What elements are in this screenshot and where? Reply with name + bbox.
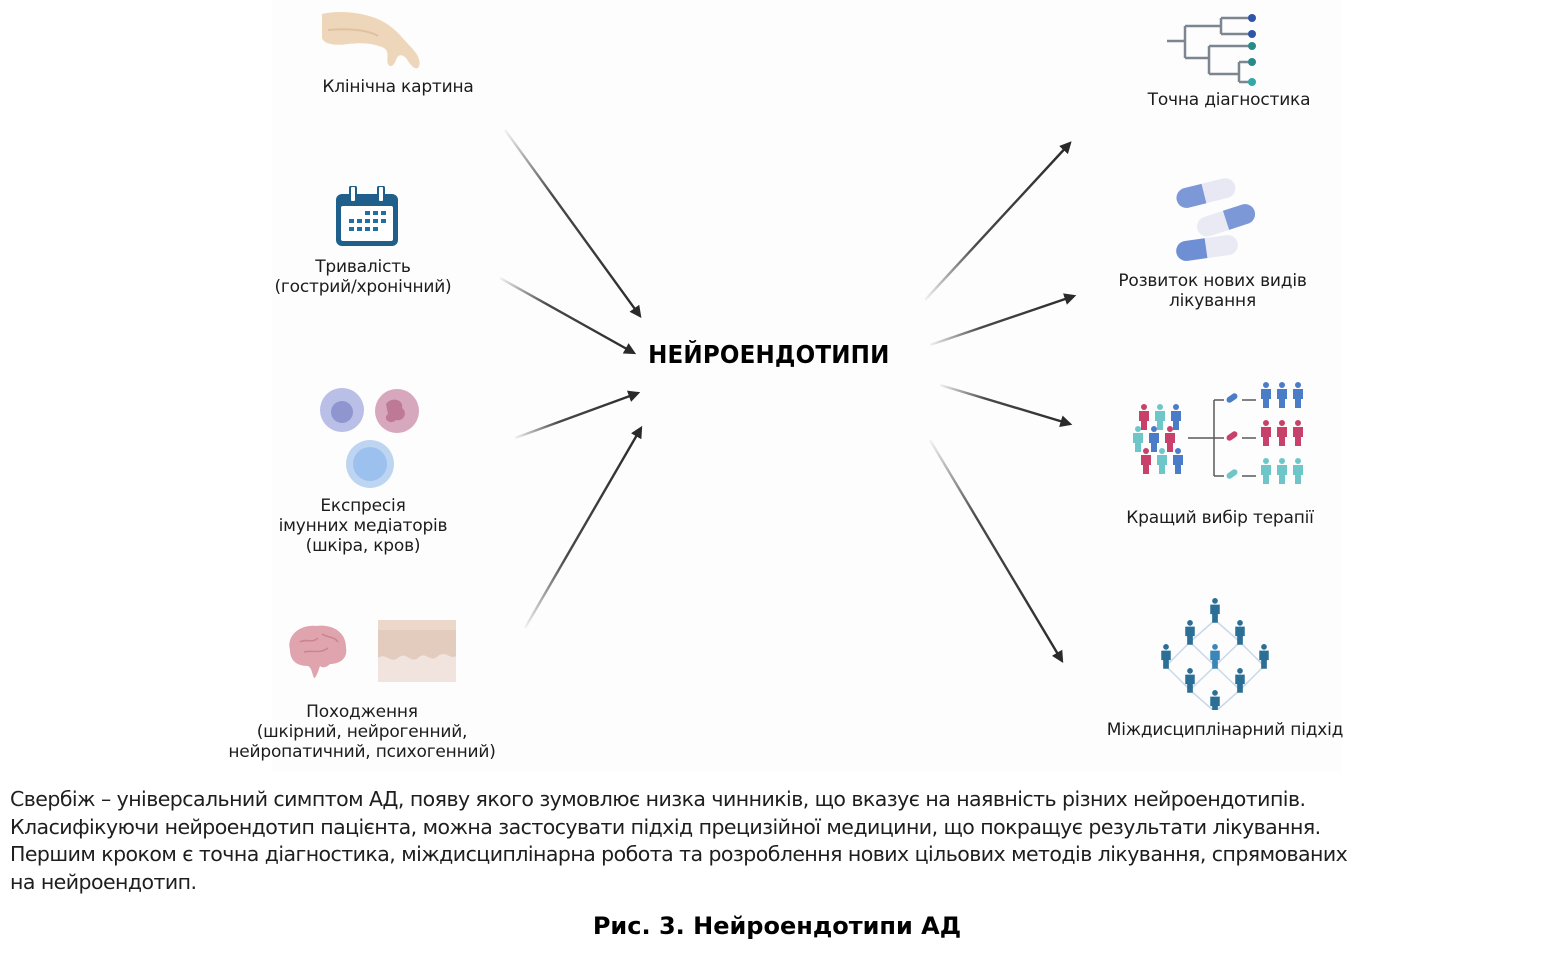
- pill-icon: [1226, 431, 1238, 441]
- output-label-new-treatments: Розвиток нових видів лікування: [1118, 271, 1307, 311]
- person-icon: [1259, 644, 1269, 669]
- calendar-icon: [334, 185, 400, 248]
- output-label-therapy-choice: Кращий вибір терапії: [1126, 508, 1314, 528]
- person-icon: [1185, 620, 1195, 645]
- person-icon: [1149, 426, 1159, 452]
- output-label-interdisciplinary: Міждисциплінарний підхід: [1106, 720, 1344, 740]
- patient-stratification-icon: [1132, 376, 1304, 494]
- hand-icon: [318, 8, 428, 74]
- figure-title: Рис. 3. Нейроендотипи АД: [592, 912, 962, 940]
- network-link: [1214, 665, 1241, 691]
- network-link: [1165, 665, 1191, 691]
- network-link: [1239, 641, 1265, 667]
- center-title: НЕЙРОЕНДОТИПИ: [648, 340, 890, 369]
- network-link: [1189, 689, 1216, 713]
- people-network-icon: [1150, 594, 1280, 715]
- person-icon: [1235, 668, 1245, 693]
- output-label-diagnostics: Точна діагностика: [1147, 90, 1311, 110]
- person-icon: [1171, 404, 1181, 430]
- person-icon: [1155, 404, 1165, 430]
- pills-icon: [1172, 178, 1262, 262]
- person-icon: [1261, 420, 1271, 446]
- input-label-origin: Походження (шкірний, нейрогенний, нейроп…: [228, 702, 496, 762]
- person-icon: [1185, 668, 1195, 693]
- network-link: [1214, 619, 1241, 643]
- skin-tissue-icon: [378, 620, 456, 682]
- person-icon: [1293, 420, 1303, 446]
- person-icon: [1210, 598, 1220, 623]
- person-icon: [1157, 448, 1167, 474]
- caption-line: на нейроендотип.: [10, 869, 197, 894]
- pill-icon: [1226, 393, 1238, 403]
- immune-cells-icon: [314, 386, 424, 492]
- person-icon: [1261, 458, 1271, 484]
- input-label-duration: Тривалість (гострий/хронічний): [274, 257, 452, 297]
- person-icon: [1261, 382, 1271, 408]
- network-link: [1189, 641, 1216, 667]
- figure-caption: Свербіж – універсальний симптом АД, появ…: [10, 786, 1550, 896]
- network-link: [1189, 665, 1216, 691]
- connector-lines: [1188, 399, 1256, 477]
- pill-icon: [1226, 469, 1238, 479]
- person-icon: [1173, 448, 1183, 474]
- person-icon: [1133, 426, 1143, 452]
- person-icon: [1210, 644, 1220, 669]
- person-icon: [1210, 690, 1220, 715]
- person-icon: [1277, 382, 1287, 408]
- person-icon: [1141, 448, 1151, 474]
- input-label-immune: Експресія імунних медіаторів (шкіра, кро…: [278, 496, 448, 556]
- network-link: [1189, 619, 1216, 643]
- caption-line: Першим кроком є точна діагностика, міжди…: [10, 842, 1348, 866]
- person-icon: [1277, 420, 1287, 446]
- network-link: [1214, 641, 1241, 667]
- network-link: [1165, 641, 1191, 667]
- caption-line: Класифікуючи нейроендотип пацієнта, можн…: [10, 814, 1321, 839]
- person-icon: [1293, 382, 1303, 408]
- person-icon: [1139, 404, 1149, 430]
- person-icon: [1235, 620, 1245, 645]
- person-icon: [1293, 458, 1303, 484]
- input-label-clinical: Клінічна картина: [322, 77, 474, 97]
- network-link: [1214, 689, 1241, 713]
- brain-icon: [282, 620, 352, 680]
- person-icon: [1165, 426, 1175, 452]
- person-icon: [1161, 644, 1171, 669]
- person-icon: [1277, 458, 1287, 484]
- caption-line: Свербіж – універсальний симптом АД, появ…: [10, 787, 1306, 811]
- dendrogram-icon: [1165, 8, 1275, 86]
- network-link: [1239, 665, 1265, 691]
